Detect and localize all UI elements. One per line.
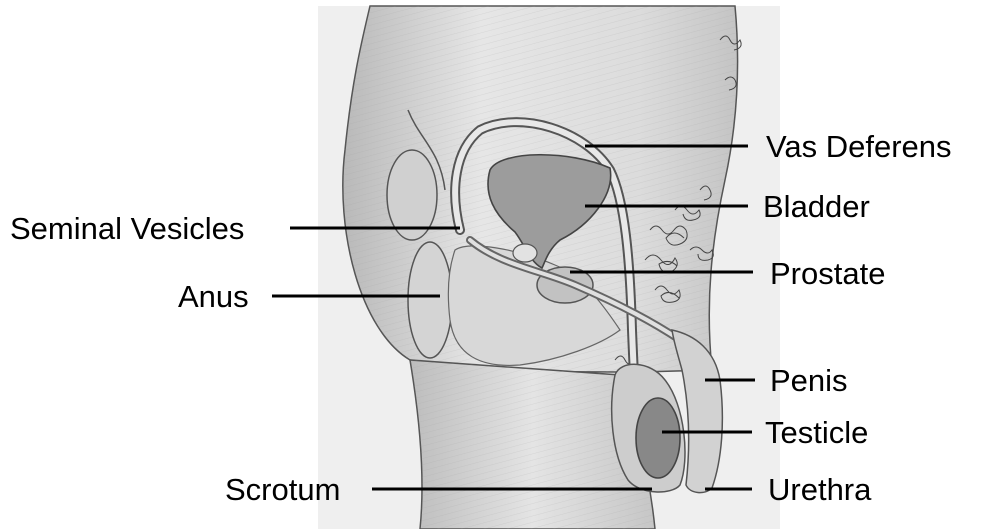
label-vas-deferens: Vas Deferens — [766, 129, 952, 164]
label-seminal-vesicles: Seminal Vesicles — [10, 211, 244, 246]
anus-shape — [408, 242, 452, 358]
label-urethra: Urethra — [768, 472, 872, 507]
label-anus: Anus — [178, 279, 249, 314]
label-bladder: Bladder — [763, 189, 870, 224]
label-penis: Penis — [770, 363, 848, 398]
label-testicle: Testicle — [765, 415, 868, 450]
testicle-shape — [636, 398, 680, 478]
label-prostate: Prostate — [770, 256, 885, 291]
label-scrotum: Scrotum — [225, 472, 340, 507]
